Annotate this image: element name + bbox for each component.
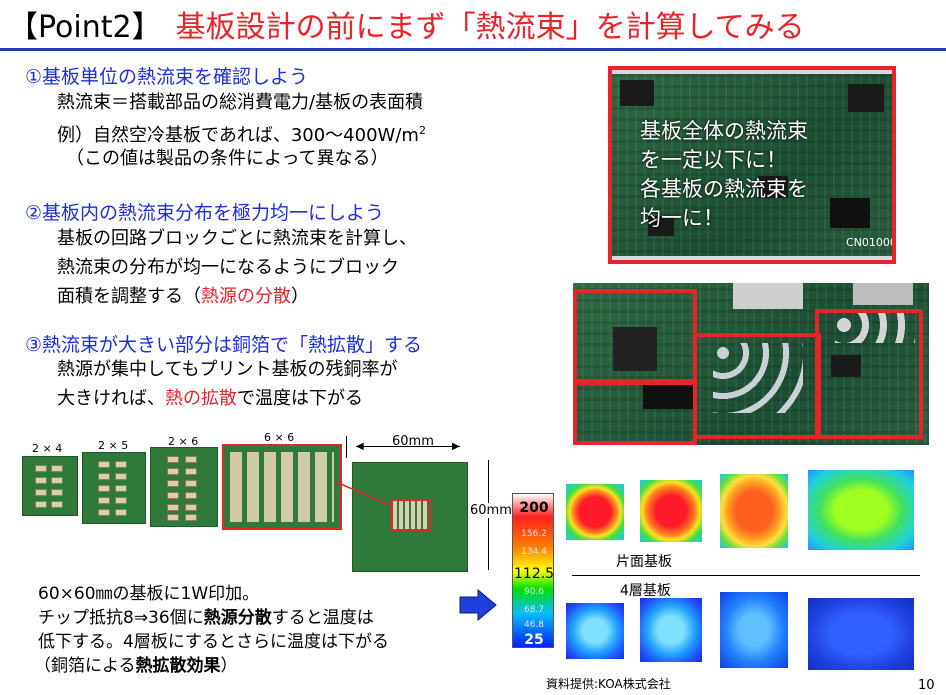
- board-label-2x6: 2 × 6: [168, 435, 199, 448]
- board-label-2x5: 2 × 5: [98, 439, 129, 452]
- section1-line3: （この値は製品の条件によって異なる）: [66, 148, 389, 169]
- zoom-connector-lines: [335, 481, 393, 507]
- block-frame-3: [693, 333, 821, 439]
- section2-line3: 面積を調整する（熱源の分散）: [57, 286, 309, 307]
- scale-min: 25: [524, 632, 544, 648]
- section2-line1: 基板の回路ブロックごとに熱流束を計算し、: [57, 228, 417, 249]
- block-frame-2: [573, 379, 697, 445]
- section2-heading: ②基板内の熱流束分布を極力均一にしよう: [25, 202, 385, 224]
- title-rule: [0, 48, 946, 51]
- title-point-label: 【Point2】: [8, 10, 162, 45]
- block-frame-1: [573, 289, 697, 385]
- bottom-line3: 低下する。4層板にするとさらに温度は下がる: [38, 632, 389, 652]
- scale-mid: 112.5: [514, 566, 555, 582]
- resistor-board-2x4: [22, 456, 78, 516]
- section3-heading: ③熱流束が大きい部分は銅箔で「熱拡散」する: [25, 334, 423, 356]
- page-title: 【Point2】基板設計の前にまず「熱流束」を計算してみる: [8, 2, 805, 46]
- thermal-four-6x6: [808, 598, 914, 670]
- right-arrow-icon: [459, 588, 497, 622]
- section1-heading: ①基板単位の熱流束を確認しよう: [25, 66, 309, 88]
- height-dimension: 60mm: [470, 503, 512, 518]
- scale-max: 200: [519, 500, 549, 516]
- bottom-line1: 60×60㎜の基板に1W印加。: [38, 584, 260, 604]
- credit: 資料提供:KOA株式会社: [546, 677, 671, 691]
- thermal-single-2x4: [566, 484, 624, 540]
- thermal-divider: [572, 575, 920, 576]
- thermal-single-2x5: [640, 480, 702, 542]
- thermal-single-6x6: [808, 470, 914, 550]
- title-main: 基板設計の前にまず「熱流束」を計算してみる: [175, 10, 805, 45]
- board-photo-1-label: CN01000: [846, 236, 896, 249]
- section3-line1: 熱源が集中してもプリント基板の残銅率が: [57, 359, 398, 380]
- board-label-6x6: 6 × 6: [264, 431, 295, 444]
- thermal-four-2x4: [566, 603, 624, 659]
- section1-line1: 熱流束＝搭載部品の総消費電力/基板の表面積: [57, 92, 424, 113]
- section1-line2: 例）自然空冷基板であれば、300～400W/m2: [57, 124, 426, 146]
- block-frame-4: [815, 309, 923, 439]
- board-photo-1-frame: [608, 66, 896, 264]
- single-sided-label: 片面基板: [616, 554, 672, 570]
- four-layer-label: 4層基板: [620, 583, 671, 599]
- bottom-line2: チップ抵抗8⇒36個に熱源分散すると温度は: [38, 608, 374, 628]
- page-number: 10: [918, 678, 935, 693]
- temperature-scale-bar: [512, 493, 554, 648]
- resistor-board-2x6: [150, 447, 218, 527]
- board-label-2x4: 2 × 4: [32, 442, 63, 455]
- resistor-board-2x5: [82, 452, 146, 524]
- width-dimension: 60mm: [392, 434, 434, 449]
- board-photo-1-overlay: 基板全体の熱流束 を一定以下に！ 各基板の熱流束を 均一に！: [640, 119, 808, 230]
- test-board-60mm: [352, 462, 468, 572]
- resistor-board-6x6: [222, 444, 342, 530]
- bottom-line4: （銅箔による熱拡散効果）: [34, 656, 238, 676]
- section3-line2: 大きければ、熱の拡散で温度は下がる: [57, 388, 363, 409]
- board-photo-2: [573, 283, 929, 445]
- thermal-four-2x6: [720, 592, 788, 668]
- thermal-four-2x5: [640, 598, 702, 662]
- section2-line2: 熱流束の分布が均一になるようにブロック: [57, 257, 399, 278]
- board-photo-1: CN01000: [608, 66, 896, 264]
- thermal-single-2x6: [720, 474, 788, 548]
